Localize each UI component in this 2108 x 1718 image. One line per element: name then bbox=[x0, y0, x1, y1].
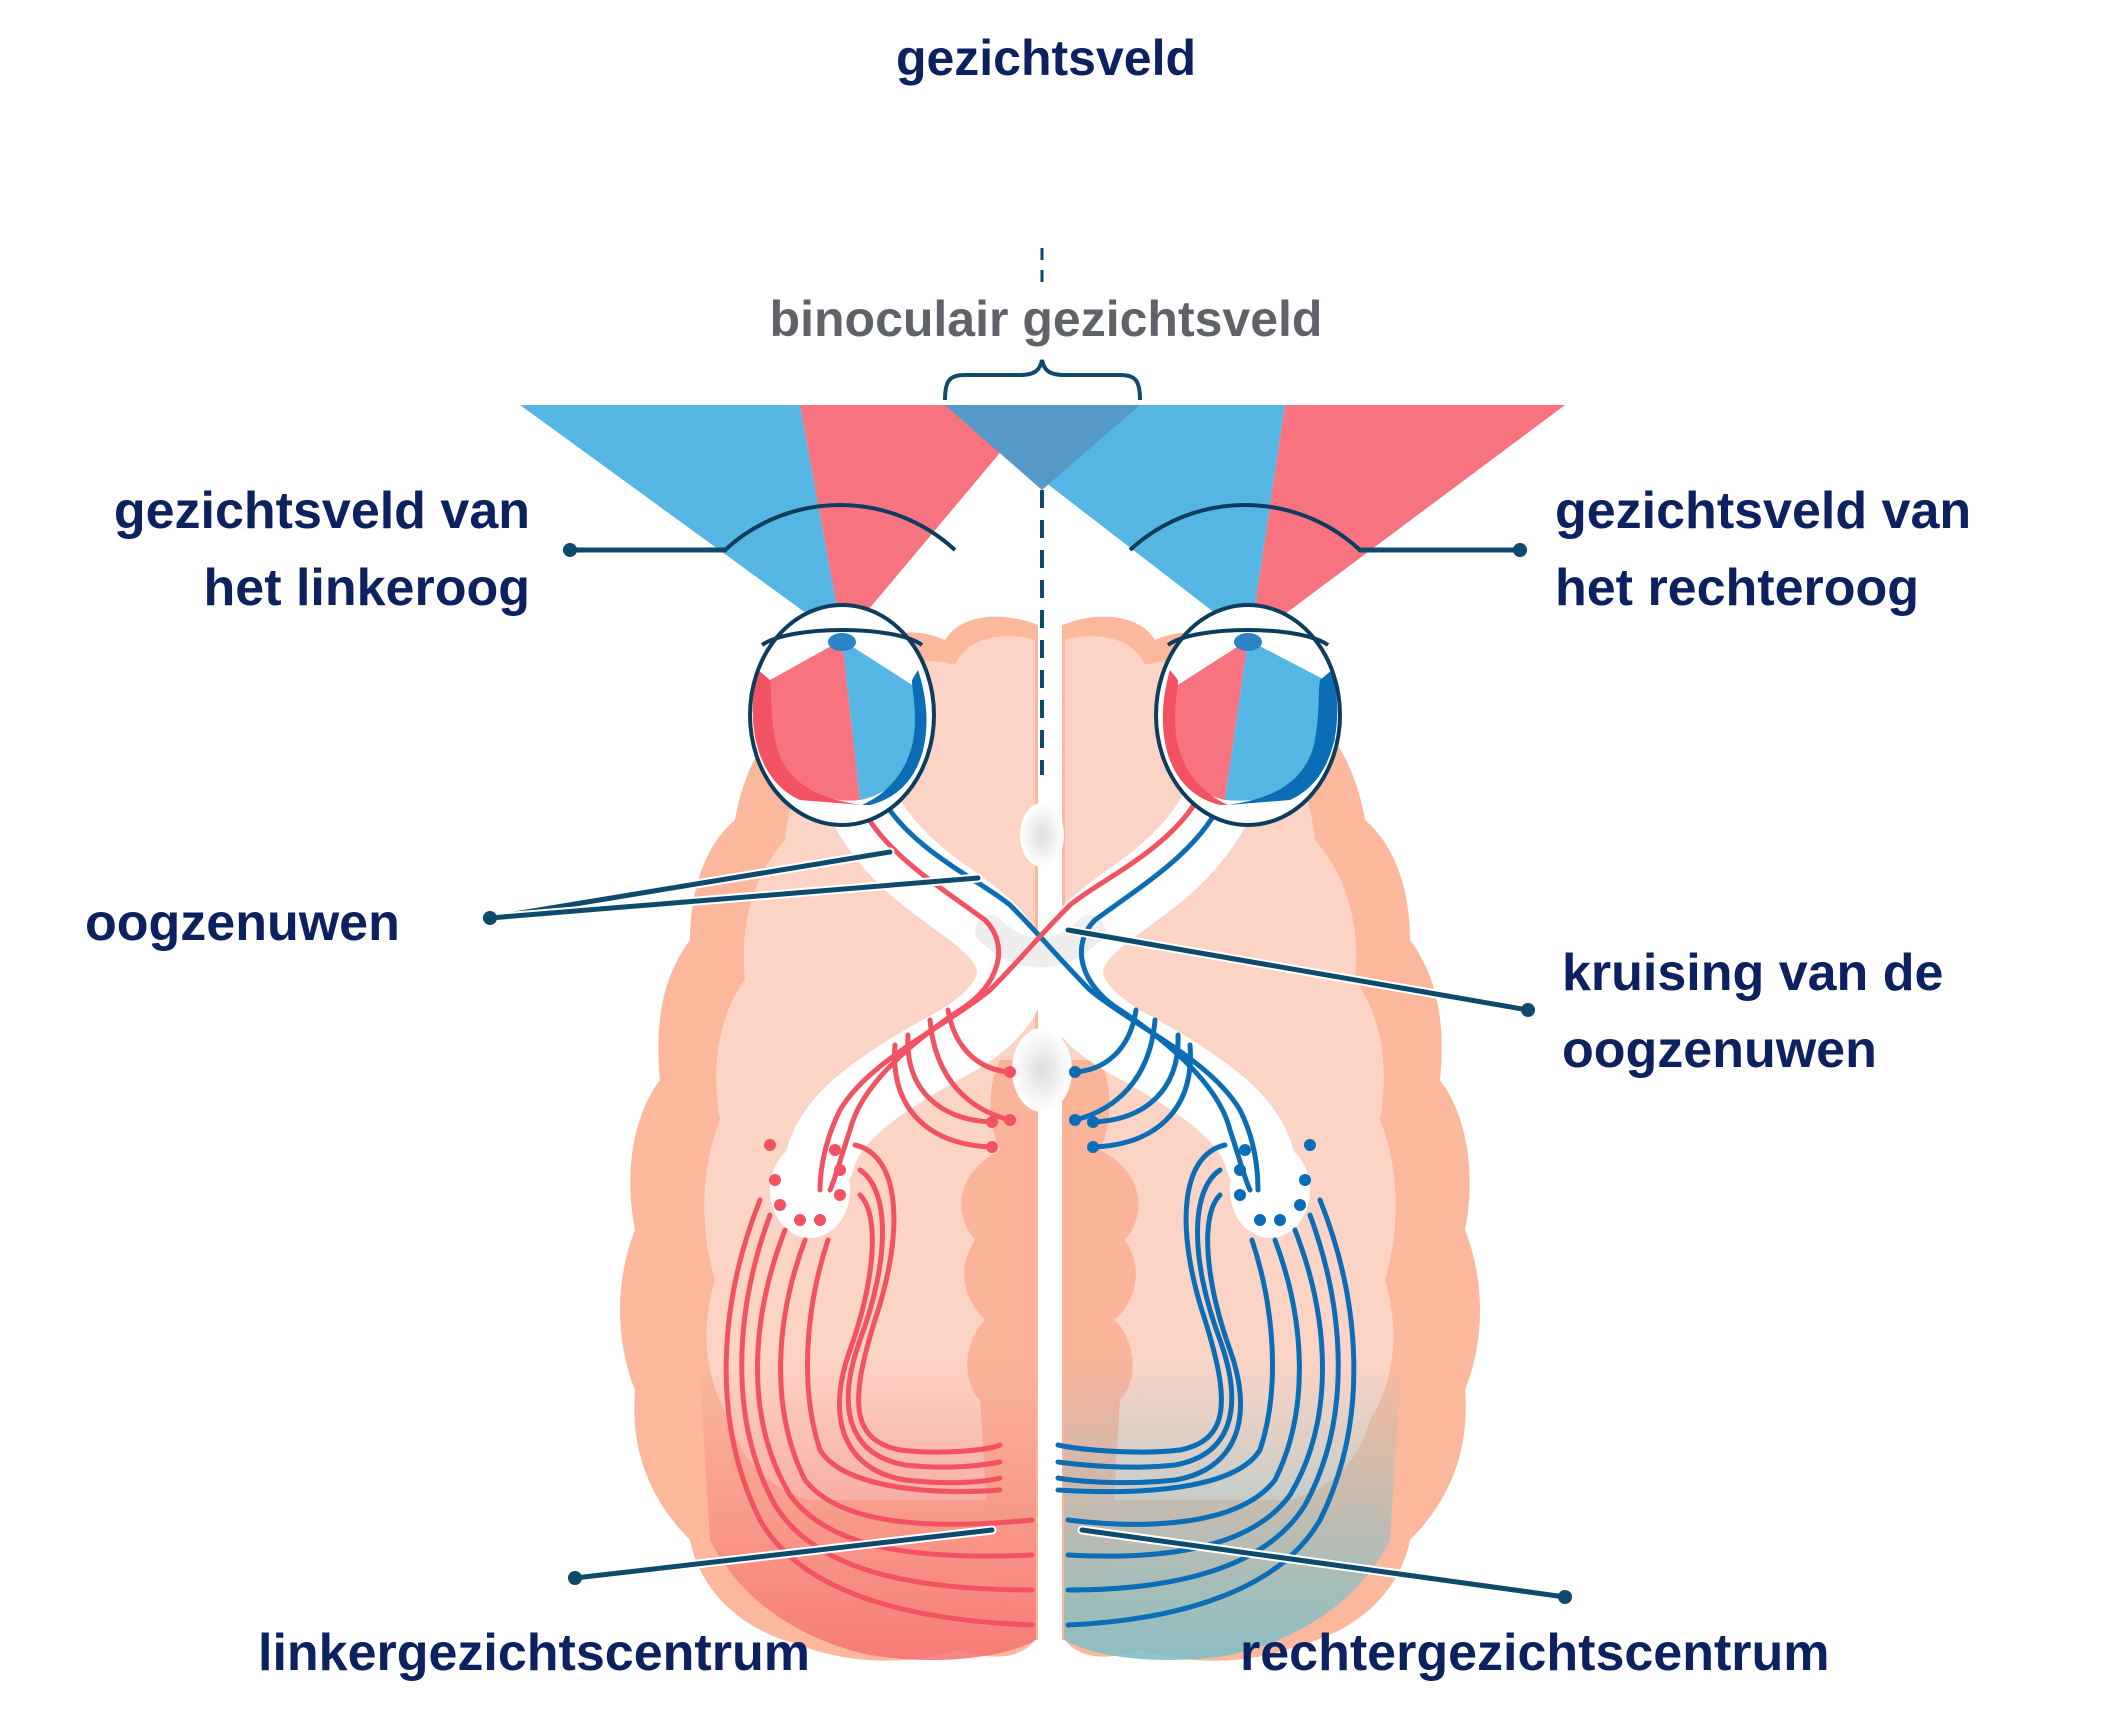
binocular-brace bbox=[943, 359, 1142, 401]
left-field-label-line1: gezichtsveld van bbox=[114, 482, 530, 540]
left-eye bbox=[748, 603, 936, 827]
left-field-label-line2: het linkeroog bbox=[204, 559, 530, 617]
ventricle-middle bbox=[1012, 1028, 1072, 1112]
right-eye bbox=[1154, 603, 1342, 827]
binocular-field-label: binoculair gezichtsveld bbox=[770, 291, 1323, 347]
brain-axial-icon bbox=[620, 616, 1480, 1661]
right-field-label-line2: het rechteroog bbox=[1555, 559, 1919, 617]
ventricle-top bbox=[1020, 803, 1064, 867]
optic-nerves bbox=[723, 792, 1357, 1628]
leader-lines bbox=[483, 543, 1572, 1604]
left-visual-center-label: linkergezichtscentrum bbox=[258, 1624, 810, 1682]
chiasm-label-line1: kruising van de bbox=[1562, 944, 1943, 1002]
diagram-title: gezichtsveld bbox=[896, 30, 1196, 86]
right-visual-center-label: rechtergezichtscentrum bbox=[1240, 1624, 1830, 1682]
optic-nerves-label: oogzenuwen bbox=[85, 894, 400, 952]
right-field-label-line1: gezichtsveld van bbox=[1555, 482, 1971, 540]
chiasm-label-line2: oogzenuwen bbox=[1562, 1021, 1877, 1079]
visual-field-cones bbox=[520, 405, 1565, 640]
